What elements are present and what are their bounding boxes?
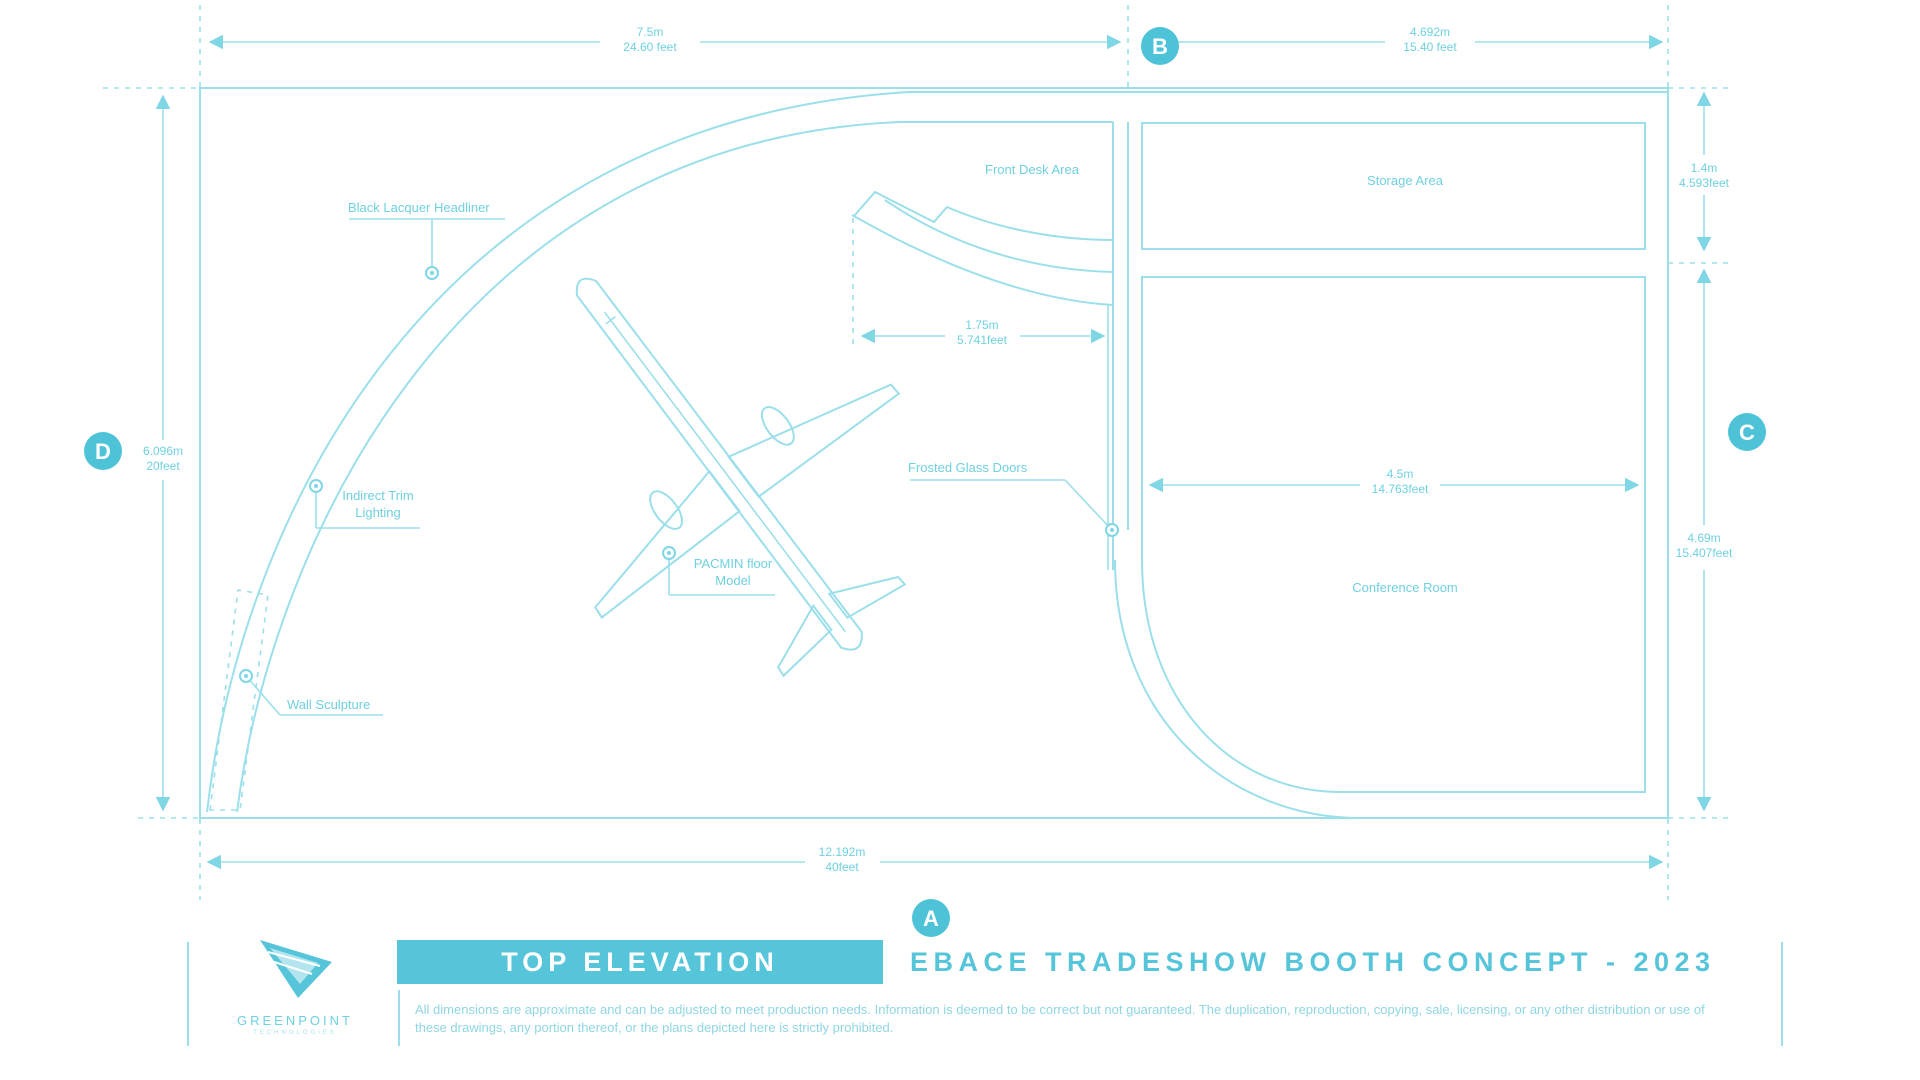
badge-b: B [1141, 27, 1179, 65]
logo-subtitle: TECHNOLOGIES [253, 1030, 337, 1036]
label-frosted-glass-doors: Frosted Glass Doors [908, 460, 1028, 475]
extension-lines [103, 5, 1730, 900]
badge-d: D [84, 432, 122, 470]
badge-a: A [912, 899, 950, 937]
headliner-inner-arc [236, 121, 1113, 813]
dimension-arrows [155, 34, 1712, 870]
project-title: EBACE TRADESHOW BOOTH CONCEPT - 2023 [910, 947, 1716, 977]
greenpoint-logo: GREENPOINT TECHNOLOGIES [215, 932, 375, 1042]
drawing-title: TOP ELEVATION [397, 940, 883, 984]
wing-logo-icon [260, 940, 332, 998]
label-black-lacquer-headliner: Black Lacquer Headliner [348, 200, 490, 215]
logo-name: GREENPOINT [237, 1013, 353, 1028]
title-block-rule-left [187, 942, 189, 1046]
label-front-desk-area: Front Desk Area [985, 162, 1080, 177]
conference-room-outline [1141, 276, 1646, 793]
storage-area-room [1141, 122, 1646, 250]
label-storage-area: Storage Area [1367, 173, 1444, 188]
conference-outer-curve [1114, 559, 1361, 819]
title-block-rule-mid [398, 990, 400, 1046]
label-leaders [239, 218, 1119, 716]
label-conference-room: Conference Room [1352, 580, 1458, 595]
label-wall-sculpture: Wall Sculpture [287, 697, 370, 712]
svg-text:A: A [923, 906, 939, 931]
disclaimer-note: All dimensions are approximate and can b… [415, 1002, 1705, 1035]
booth-outline [199, 87, 1669, 819]
svg-text:D: D [95, 439, 111, 464]
svg-text:B: B [1152, 34, 1168, 59]
airplane-model [575, 277, 907, 678]
svg-text:C: C [1739, 420, 1755, 445]
wall-sculpture-shape [209, 589, 269, 811]
front-desk-counter [851, 190, 1114, 306]
black-lacquer-headliner-arc [206, 91, 1668, 813]
title-block-rule-right [1781, 942, 1783, 1046]
badge-c: C [1728, 413, 1766, 451]
